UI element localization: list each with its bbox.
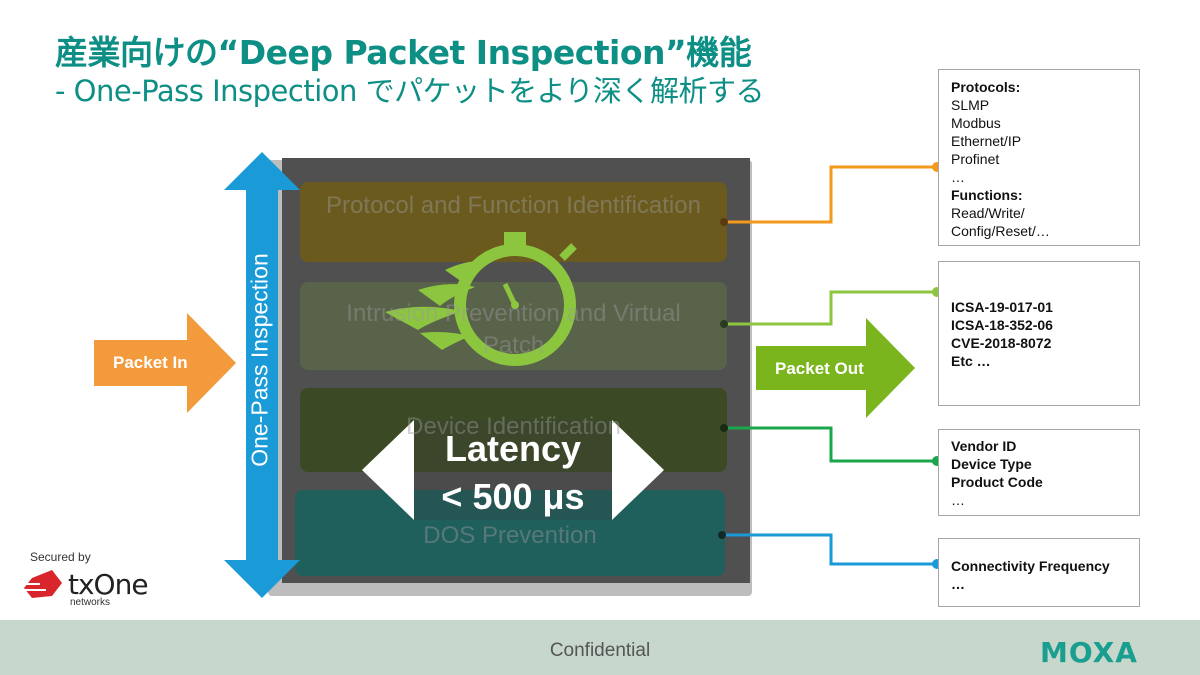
dos-box: Connectivity Frequency … [938,538,1140,607]
layer-device-label: Device Identification [406,413,621,440]
connector-protocols [724,165,937,224]
one-pass-arrow [224,152,300,598]
list-item: Profinet [951,151,1000,167]
footer-bar [0,620,1200,675]
list-item: ICSA-19-017-01 [951,299,1053,315]
protocols-box: Protocols: SLMP Modbus Ethernet/IP Profi… [938,69,1140,246]
latency-label: Latency [444,428,582,469]
txone-logo-icon [20,570,62,598]
list-item: Config/Reset/… [951,223,1050,239]
list-item: Read/Write/ [951,205,1025,221]
one-pass-inspection-label: One-Pass Inspection [246,253,273,467]
layer-protocol [300,182,727,262]
page-subtitle: - One-Pass Inspection でパケットをより深く解析する [55,74,765,108]
list-item: … [951,492,965,508]
packet-out-label: Packet Out [775,359,864,378]
confidential-label: Confidential [549,640,651,661]
list-item: CVE-2018-8072 [951,335,1052,351]
list-item: Ethernet/IP [951,133,1022,149]
device-box: Vendor ID Device Type Product Code … [938,429,1140,516]
connector-device [724,426,937,463]
list-item: Connectivity Frequency [951,558,1110,574]
cve-box: ICSA-19-017-01 ICSA-18-352-06 CVE-2018-8… [938,261,1140,406]
txone-logo: txOne [68,568,149,601]
layer-dos-label: DOS Prevention [423,522,597,549]
functions-heading: Functions: [951,187,1023,203]
list-item: Modbus [951,115,1001,131]
secured-by-label: Secured by [30,550,91,564]
list-item: Vendor ID [951,438,1017,454]
txone-logo-sub: networks [70,597,111,608]
layer-intrusion [300,282,727,370]
list-item: Product Code [951,474,1043,490]
stopwatch-icon [385,232,577,366]
packet-in-label: Packet In [113,353,188,372]
connector-cves [724,290,937,326]
protocols-heading: Protocols: [951,79,1021,95]
list-item: Etc … [951,353,991,369]
page-title: 産業向けの“Deep Packet Inspection”機能 [55,33,752,72]
list-item: SLMP [951,97,990,113]
list-item: ICSA-18-352-06 [951,317,1053,333]
packet-out-arrow [756,318,915,418]
list-item: … [951,576,965,592]
list-item: Device Type [951,456,1032,472]
layer-intrusion-label: Intrusion Prevention and Virtual Patch [346,300,681,359]
layer-protocol-label: Protocol and Function Identification [326,192,701,219]
moxa-logo: MOXA [1040,636,1138,669]
packet-in-arrow [94,313,236,413]
latency-value: < 500 μs [441,476,585,517]
latency-left-arrow [362,420,414,520]
list-item: … [951,169,965,185]
connector-dos [722,533,937,566]
latency-right-arrow [612,420,664,520]
